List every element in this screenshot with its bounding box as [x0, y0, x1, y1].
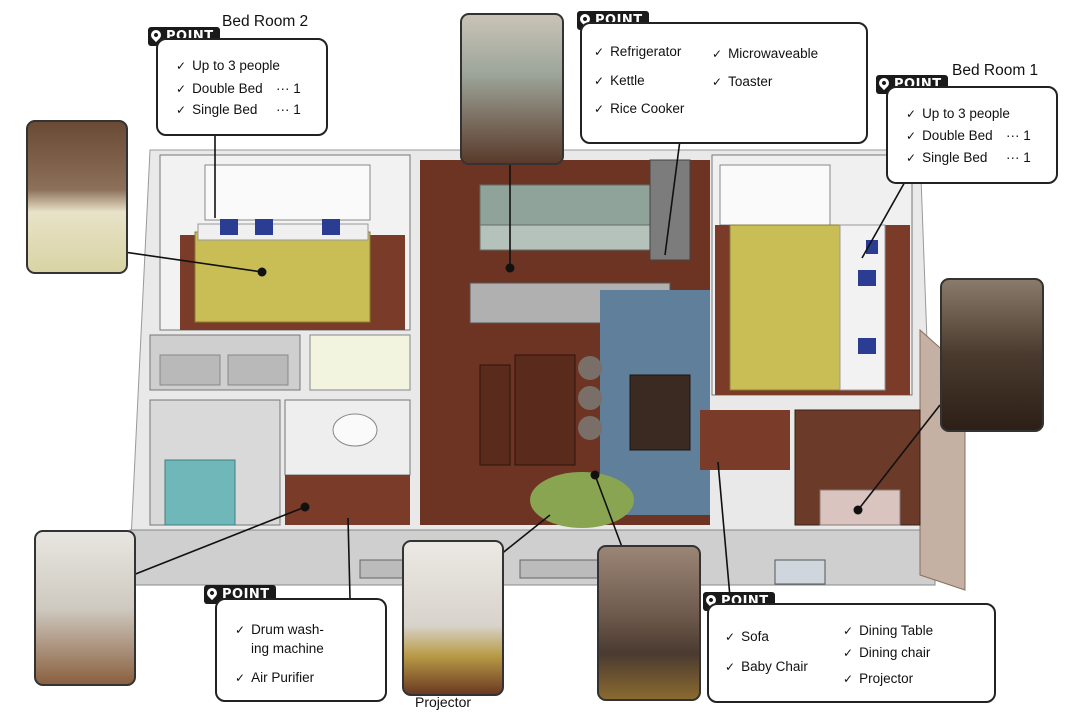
pillow-3	[322, 219, 340, 235]
list-item: ✓Refrigerator	[594, 44, 682, 59]
bedroom1-window	[719, 164, 831, 226]
check-icon: ✓	[594, 45, 605, 59]
list-item: ✓Rice Cooker	[594, 101, 685, 116]
bedroom2-callout: ✓Up to 3 people ✓Double Bed ··· 1 ✓Singl…	[156, 38, 328, 136]
list-item: ✓Sofa	[725, 629, 769, 644]
list-item: ✓Dining Table	[843, 623, 934, 638]
refrigerator-area	[649, 159, 691, 261]
washroom-photo	[34, 530, 136, 686]
pin-icon	[204, 585, 220, 601]
check-icon: ✓	[843, 672, 854, 686]
pillow-6	[866, 240, 878, 254]
dining-chair-1	[578, 356, 602, 380]
kitchen-callout: ✓Refrigerator ✓Kettle ✓Rice Cooker ✓Micr…	[580, 22, 868, 144]
pillow-5	[858, 338, 876, 354]
washroom-floor	[285, 475, 410, 525]
check-icon: ✓	[725, 630, 736, 644]
check-icon: ✓	[712, 75, 723, 89]
check-icon: ✓	[725, 660, 736, 674]
front-window-2	[519, 559, 601, 579]
bedroom1-title: Bed Room 1	[952, 62, 1039, 79]
pillow-1	[220, 219, 238, 235]
pillow-2	[255, 219, 273, 235]
bedroom1-bed	[729, 224, 841, 391]
list-item: ✓Up to 3 people	[906, 106, 1010, 121]
list-item: ✓Double Bed	[906, 128, 993, 143]
closet-cushion-1	[159, 354, 221, 386]
leader-lines	[123, 125, 941, 599]
list-item: ✓Dining chair	[843, 645, 931, 660]
check-icon: ✓	[594, 102, 605, 116]
dining-photo	[597, 545, 701, 701]
list-item: ✓Kettle	[594, 73, 645, 88]
bedroom2-photo	[26, 120, 128, 274]
rug	[530, 472, 634, 528]
list-item: ✓Double Bed	[176, 81, 263, 96]
item-count: ··· 1	[276, 102, 301, 117]
list-item-cont: ing machine	[251, 641, 324, 656]
bedroom1-callout: ✓Up to 3 people ✓Double Bed ··· 1 ✓Singl…	[886, 86, 1058, 184]
bench	[479, 364, 511, 466]
projector-caption: Projector	[415, 694, 472, 710]
check-icon: ✓	[906, 151, 917, 165]
check-icon: ✓	[843, 624, 854, 638]
bedroom2-bed	[194, 231, 371, 323]
bedroom2-title: Bed Room 2	[222, 13, 309, 30]
item-count: ··· 1	[1006, 150, 1031, 165]
kitchen-counter	[479, 224, 651, 251]
entrance-photo	[940, 278, 1044, 432]
check-icon: ✓	[176, 59, 187, 73]
toilet	[332, 413, 378, 447]
living-callout: ✓Sofa ✓Baby Chair ✓Dining Table ✓Dining …	[707, 603, 996, 703]
check-icon: ✓	[235, 671, 246, 685]
check-icon: ✓	[235, 623, 246, 637]
check-icon: ✓	[906, 107, 917, 121]
check-icon: ✓	[176, 82, 187, 96]
list-item: ✓Single Bed	[906, 150, 988, 165]
closet-cushion-2	[227, 354, 289, 386]
front-window-3	[774, 559, 826, 585]
list-item: ✓Projector	[843, 671, 914, 686]
entry-floor	[700, 410, 790, 470]
dining-chair-3	[578, 416, 602, 440]
item-count: ··· 1	[1006, 128, 1031, 143]
list-item: ✓Single Bed	[176, 102, 258, 117]
list-item: ✓Toaster	[712, 74, 773, 89]
check-icon: ✓	[712, 47, 723, 61]
dining-chair-2	[578, 386, 602, 410]
check-icon: ✓	[594, 74, 605, 88]
bathroom-callout: ✓Drum wash- ing machine ✓Air Purifier	[215, 598, 387, 702]
check-icon: ✓	[843, 646, 854, 660]
list-item: ✓Microwaveable	[712, 46, 819, 61]
kitchen-photo	[460, 13, 564, 165]
list-item: ✓Baby Chair	[725, 659, 808, 674]
list-item: ✓Air Purifier	[235, 670, 315, 685]
dining-table	[514, 354, 576, 466]
bedroom2-window	[204, 164, 371, 221]
check-icon: ✓	[176, 103, 187, 117]
pillow-4	[858, 270, 876, 286]
projector-photo	[402, 540, 504, 696]
list-item: ✓Drum wash-	[235, 622, 324, 637]
item-count: ··· 1	[276, 81, 301, 96]
bathtub	[164, 459, 236, 526]
bedroom1-bed-white	[839, 224, 886, 391]
list-item: ✓Up to 3 people	[176, 58, 280, 73]
check-icon: ✓	[906, 129, 917, 143]
sofa	[629, 374, 691, 451]
storage	[309, 334, 411, 391]
